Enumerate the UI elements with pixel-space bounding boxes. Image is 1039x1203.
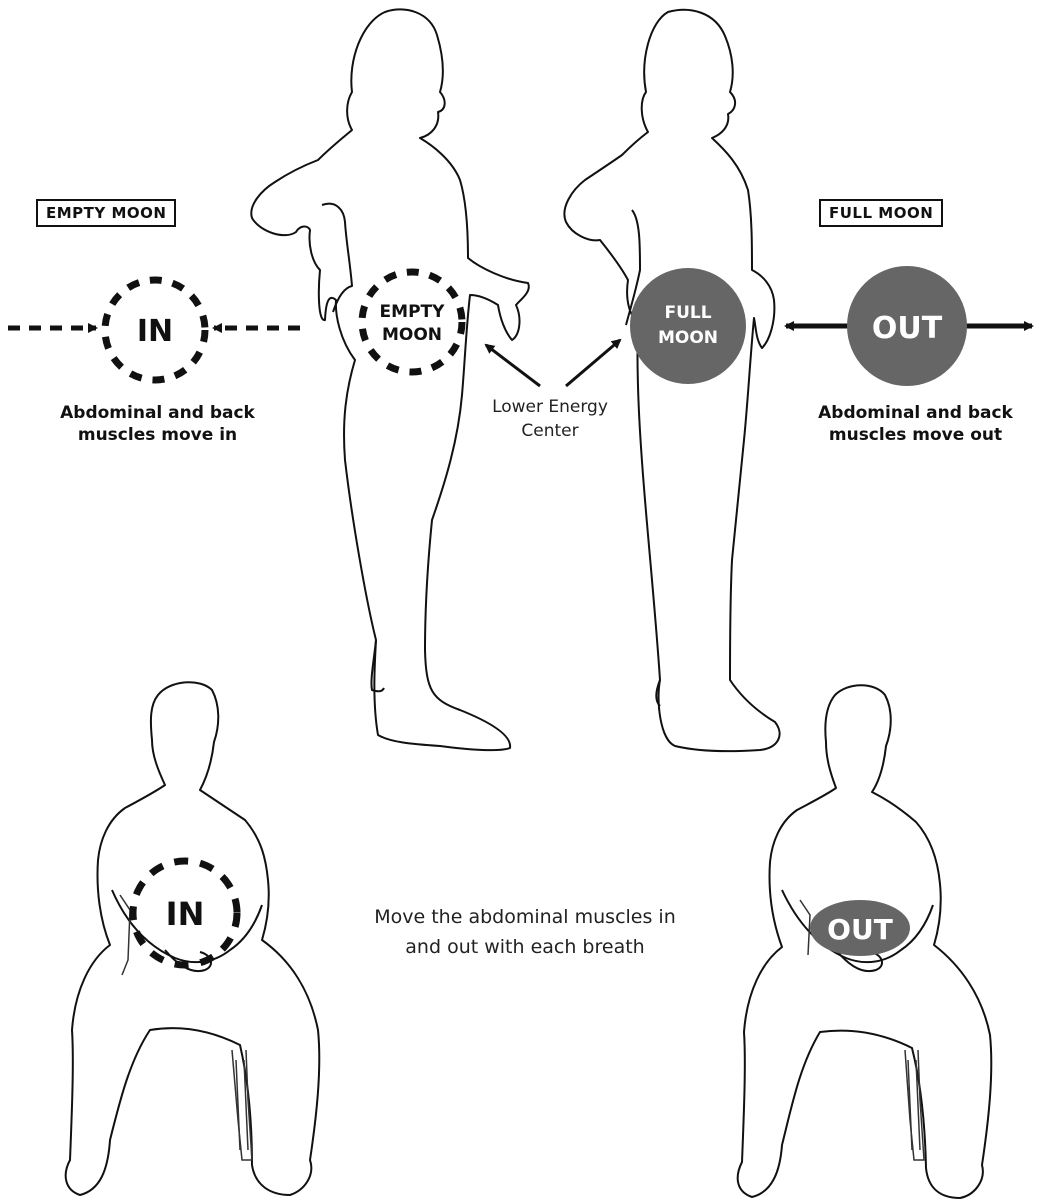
- full-moon-belly-circle: [630, 268, 746, 384]
- seated-figure-left: [66, 682, 320, 1195]
- in-marker: IN: [137, 314, 173, 349]
- out-marker: OUT: [872, 311, 943, 346]
- pointer-arrow-right: [566, 340, 620, 386]
- right-caption-line2: muscles move out: [792, 424, 1039, 446]
- lower-energy-center-label: Lower Energy Center: [470, 395, 630, 443]
- breathing-instruction: Move the abdominal muscles in and out wi…: [320, 902, 730, 962]
- left-caption-line2: muscles move in: [30, 424, 285, 446]
- empty-moon-belly-line1: EMPTY: [380, 302, 446, 322]
- standing-figure-empty: [251, 9, 529, 750]
- full-moon-label: FULL MOON: [819, 199, 943, 227]
- center-label-line1: Lower Energy: [470, 395, 630, 419]
- center-label-line2: Center: [470, 419, 630, 443]
- pointer-arrow-left: [486, 345, 540, 386]
- full-moon-belly-line2: MOON: [658, 328, 718, 348]
- left-caption-line1: Abdominal and back: [30, 402, 285, 424]
- right-caption: Abdominal and back muscles move out: [792, 402, 1039, 446]
- empty-moon-label: EMPTY MOON: [36, 199, 176, 227]
- empty-moon-belly-line2: MOON: [382, 325, 442, 345]
- seated-out-marker: OUT: [827, 913, 893, 946]
- right-caption-line1: Abdominal and back: [792, 402, 1039, 424]
- instruction-line1: Move the abdominal muscles in: [320, 902, 730, 932]
- seated-in-marker: IN: [166, 895, 205, 933]
- left-caption: Abdominal and back muscles move in: [30, 402, 285, 446]
- empty-moon-belly-circle: [362, 272, 462, 372]
- instruction-line2: and out with each breath: [320, 932, 730, 962]
- full-moon-belly-line1: FULL: [664, 303, 711, 323]
